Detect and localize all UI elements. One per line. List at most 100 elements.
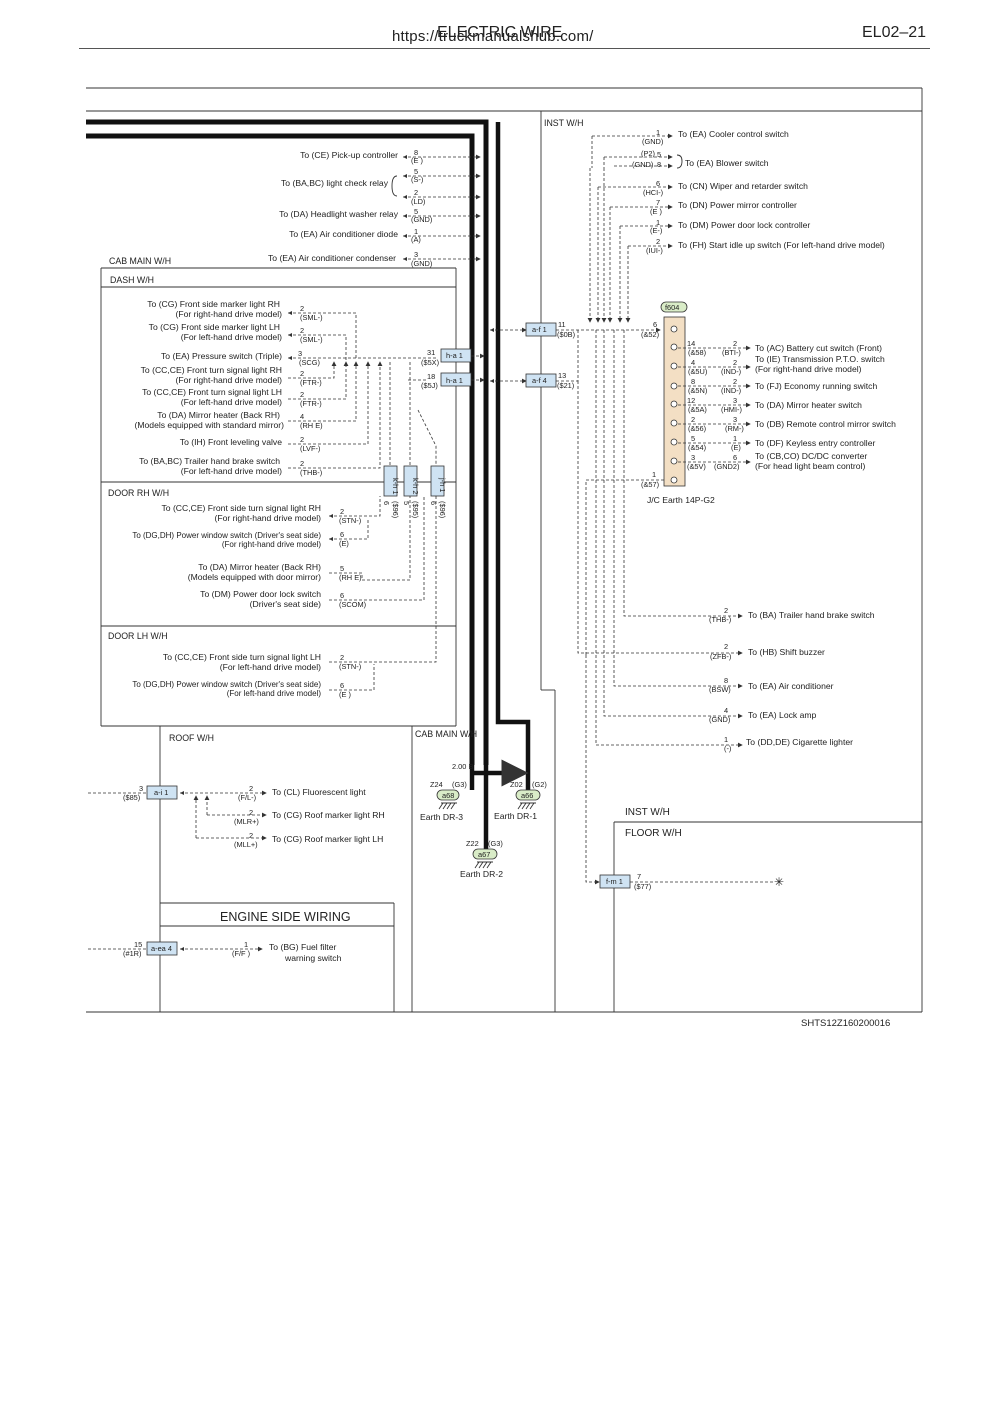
connector-kh1 — [383, 465, 398, 497]
door-rh-label-2a: To (DG,DH) Power window switch (Driver's… — [132, 531, 321, 540]
door-lh-label-2a: To (DG,DH) Power window switch (Driver's… — [132, 680, 321, 689]
jc-row6-lp: 5 — [691, 434, 695, 443]
inst-pin-blower-8: 8 — [657, 160, 661, 169]
roof-sig-1: (F/L-) — [238, 793, 256, 802]
jh1-pin: 6 — [429, 501, 438, 505]
pin-pickup-8: 8 — [414, 148, 418, 157]
earth-dr1-name: Earth DR-1 — [494, 811, 537, 821]
roof-pin-1: 2 — [249, 784, 253, 793]
dash-sig-5: (FTR-) — [300, 399, 322, 408]
connector-af1 — [525, 322, 557, 337]
inst-sig-wiper: (HCI-) — [643, 188, 663, 197]
aea4-id: a-ea 4 — [151, 944, 172, 953]
roof-label-1: To (CL) Fluorescent light — [272, 787, 366, 797]
jc-row2-ls: (&5U) — [688, 367, 707, 376]
sig-pickup-s: (S-) — [411, 175, 423, 184]
label-ac-condenser: To (EA) Air conditioner condenser — [268, 253, 396, 263]
jc-row5-ls: (&56) — [688, 424, 706, 433]
roof-sig-3: (MLL+) — [234, 840, 258, 849]
door-rh-sig-1: (STN-) — [339, 516, 361, 525]
door-rh-label-3b: (Models equipped with door mirror) — [188, 572, 321, 582]
jc-row1-rp: 2 — [733, 339, 737, 348]
door-rh-connections: To (CC,CE) Front side turn signal light … — [132, 496, 425, 609]
section-roof-wh: ROOF W/H — [169, 733, 214, 743]
dash-label-5b: (For left-hand drive model) — [181, 397, 282, 407]
inst-label-power-mirror: To (DN) Power mirror controller — [678, 200, 797, 210]
engine-label-1: To (BG) Fuel filter — [269, 942, 336, 952]
jc-row5-lp: 2 — [691, 415, 695, 424]
roof-sig-2: (MLR+) — [234, 817, 259, 826]
page-title: ELECTRIC WIRE — [437, 24, 563, 41]
jc-row4-label: To (DA) Mirror heater switch — [755, 400, 862, 410]
ha1-bot-pin: 18 — [427, 372, 435, 381]
earth-dr1-code: Z02 — [510, 780, 523, 789]
door-rh-label-3a: To (DA) Mirror heater (Back RH) — [198, 562, 321, 572]
section-floor-wh: FLOOR W/H — [625, 828, 682, 839]
door-rh-pin-3: 5 — [340, 564, 344, 573]
door-rh-sig-2: (E) — [339, 539, 349, 548]
connector-kh2 — [403, 465, 418, 497]
jc-row7-label: To (CB,CO) DC/DC converter — [755, 451, 867, 461]
door-lh-sig-1: (STN-) — [339, 662, 361, 671]
inst-low-label-4: To (EA) Lock amp — [748, 710, 817, 720]
dash-sig-8: (THB-) — [300, 468, 322, 477]
label-light-check-relay: To (BA,BC) light check relay — [281, 178, 389, 188]
jc-row6-rp: 1 — [733, 434, 737, 443]
dash-label-2b: (For left-hand drive model) — [181, 332, 282, 342]
dash-label-3a: To (EA) Pressure switch (Triple) — [161, 351, 282, 361]
jc-title: J/C Earth 14P-G2 — [647, 495, 715, 505]
section-door-rh-wh: DOOR RH W/H — [108, 488, 169, 498]
inst-low-label-5: To (DD,DE) Cigarette lighter — [746, 737, 853, 747]
engine-side-connections: a-ea 4 15 (#1R) 1 (F/F ) To (BG) Fuel fi… — [88, 940, 342, 963]
jc-row3-rs: (IND-) — [721, 386, 741, 395]
label-ac-diode: To (EA) Air conditioner diode — [289, 229, 398, 239]
door-rh-label-1a: To (CC,CE) Front side turn signal light … — [161, 503, 321, 513]
jc-row4-rs: (HMI-) — [721, 405, 742, 414]
roof-pin-2: 2 — [249, 808, 253, 817]
jh1-sig: ($96) — [438, 501, 447, 518]
jc-bottom-sig: (&57) — [641, 480, 659, 489]
kh2-id: k-h 2 — [411, 478, 420, 494]
earth-dr2-tag: a67 — [478, 850, 490, 859]
main-harness-bundle — [86, 119, 531, 850]
section-dash-wh: DASH W/H — [110, 275, 154, 285]
jc-row7-ls: (&5V) — [687, 462, 706, 471]
earth-wire-size: 2.00 B — [452, 762, 473, 771]
jc-row2-rp: 2 — [733, 358, 737, 367]
inst-pin-start-idle: 2 — [656, 237, 660, 246]
dash-pin-2: 2 — [300, 326, 304, 335]
inst-upper-connections: To (EA) Cooler control switch 1 (GND) To… — [587, 128, 885, 323]
section-inst-wh-lower: INST W/H — [625, 807, 670, 818]
af4-id: a-f 4 — [532, 376, 547, 385]
dash-label-4a: To (CC,CE) Front turn signal light RH — [141, 365, 282, 375]
kh1-pin: 6 — [382, 501, 391, 505]
roof-label-2: To (CG) Roof marker light RH — [272, 810, 385, 820]
jc-row2-rs: (IND-) — [721, 367, 741, 376]
door-rh-label-1b: (For right-hand drive model) — [214, 513, 321, 523]
inst-sig-door-lock: (E-) — [650, 226, 662, 235]
jc-row4-ls: (&5A) — [688, 405, 707, 414]
earth-dr2-code: Z22 — [466, 839, 479, 848]
dash-pin-7: 2 — [300, 435, 304, 444]
inst-low-sig-1: (THB-) — [709, 615, 731, 624]
jc-row7-rs: (GND2) — [714, 462, 739, 471]
section-cab-main-wh-lower: CAB MAIN W/H — [415, 729, 477, 739]
earth-dr1-g: (G2) — [532, 780, 547, 789]
door-lh-sig-2: (E ) — [339, 690, 351, 699]
cab-upper-connections: To (CE) Pick-up controller 8 (E ) 5 (S-)… — [268, 148, 481, 268]
dash-sig-4: (FTR-) — [300, 378, 322, 387]
label-headlight-washer-relay: To (DA) Headlight washer relay — [279, 209, 399, 219]
earth-dr3-g: (G3) — [452, 780, 467, 789]
engine-sig: (F/F ) — [232, 949, 250, 958]
door-lh-pin-1: 2 — [340, 653, 344, 662]
jc-row1-lp: 14 — [687, 339, 695, 348]
pin-ac-condenser-3: 3 — [414, 250, 418, 259]
pin-headlight-washer-5: 5 — [414, 207, 418, 216]
sig-ac-condenser-gnd: (GND) — [411, 259, 432, 268]
door-rh-label-2b: (For right-hand drive model) — [222, 540, 321, 549]
inst-low-pin-3: 8 — [724, 676, 728, 685]
jc-row2-label: To (IE) Transmission P.T.O. switch — [755, 354, 885, 364]
ha1-top-sig: ($5X) — [421, 358, 439, 367]
jc-row4-lp: 12 — [687, 396, 695, 405]
